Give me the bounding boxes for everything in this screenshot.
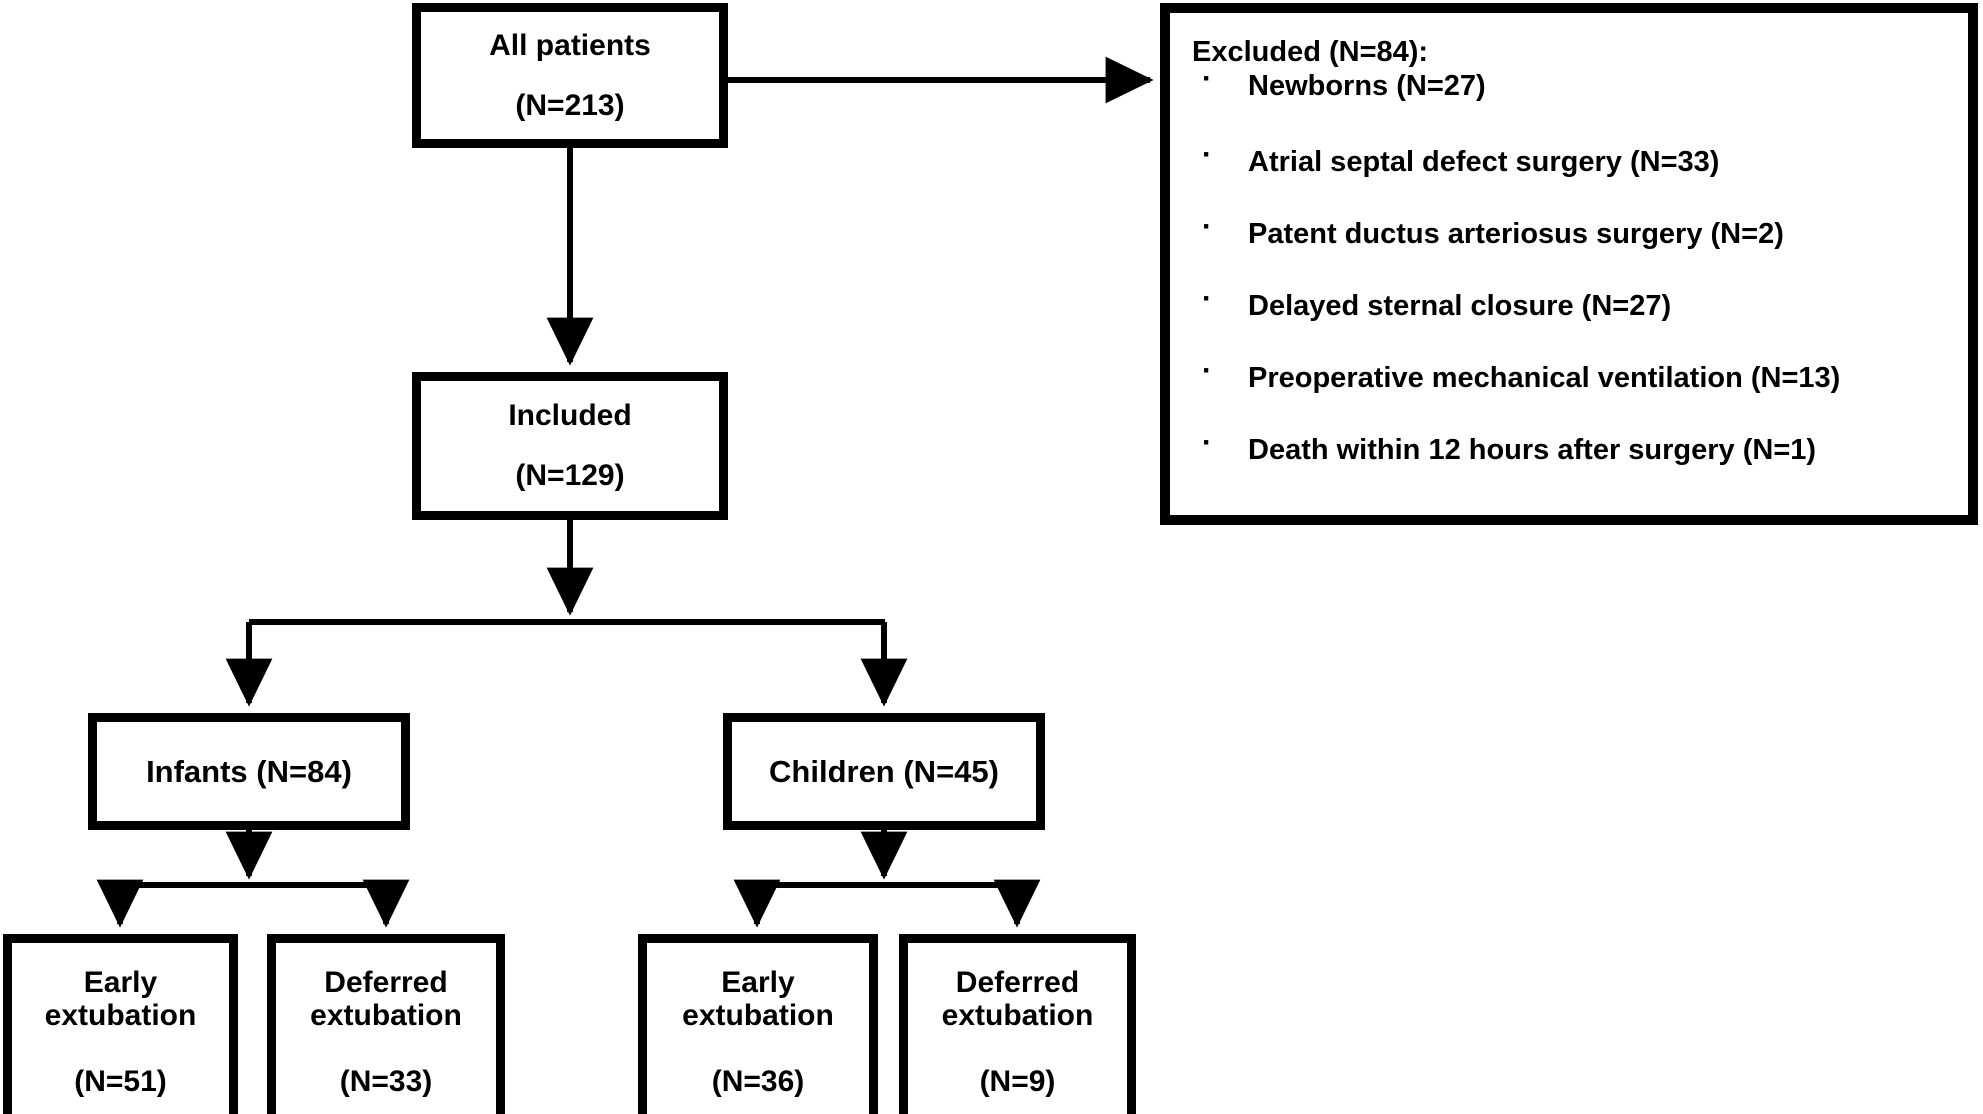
node-infants-label: Infants (N=84) [146,753,352,789]
node-child-early-line1: Early [721,966,795,1000]
excluded-reason-item: Preoperative mechanical ventilation (N=1… [1192,356,1954,395]
excluded-reason-item: Patent ductus arteriosus surgery (N=2) [1192,212,1954,251]
node-infant-deferred-extubation: Deferred extubation (N=33) [267,934,505,1114]
node-child-deferred-extubation: Deferred extubation (N=9) [899,934,1136,1114]
excluded-reason-item: Death within 12 hours after surgery (N=1… [1192,428,1954,467]
node-children-label: Children (N=45) [769,753,999,789]
node-child-early-count: (N=36) [711,1065,805,1099]
node-infant-early-line2: extubation [44,998,197,1032]
node-included-count: (N=129) [515,459,625,492]
node-child-deferred-count: (N=9) [979,1065,1056,1099]
node-included-label: Included [508,399,632,432]
excluded-reason-item: Newborns (N=27) [1192,64,1954,103]
node-all-patients-label: All patients [489,28,651,62]
node-infant-early-line1: Early [83,966,158,1000]
node-excluded-title: Excluded (N=84): [1192,36,1429,68]
node-infant-deferred-count: (N=33) [339,1065,433,1099]
node-included: Included (N=129) [412,372,728,520]
excluded-reason-item: Delayed sternal closure (N=27) [1192,284,1954,323]
node-child-early-line2: extubation [682,998,834,1032]
node-children: Children (N=45) [723,713,1045,830]
node-child-deferred-line2: extubation [941,998,1094,1032]
connector-infants-to-split [96,830,410,928]
node-child-early-extubation: Early extubation (N=36) [638,934,878,1114]
node-excluded: Excluded (N=84): Newborns (N=27) Atrial … [1160,3,1978,525]
node-infant-deferred-line2: extubation [310,998,462,1032]
connector-split-to-groups [225,619,908,707]
node-all-patients-count: (N=213) [515,88,625,122]
connector-children-to-split [733,830,1041,928]
node-all-patients: All patients (N=213) [412,3,728,148]
excluded-reason-list: Newborns (N=27) Atrial septal defect sur… [1192,64,1954,467]
node-infant-early-count: (N=51) [74,1065,167,1099]
node-infants: Infants (N=84) [88,713,410,830]
node-infant-deferred-line1: Deferred [324,966,448,1000]
node-infant-early-extubation: Early extubation (N=51) [3,934,238,1114]
node-child-deferred-line1: Deferred [955,966,1080,1000]
excluded-reason-item: Atrial septal defect surgery (N=33) [1192,140,1954,179]
